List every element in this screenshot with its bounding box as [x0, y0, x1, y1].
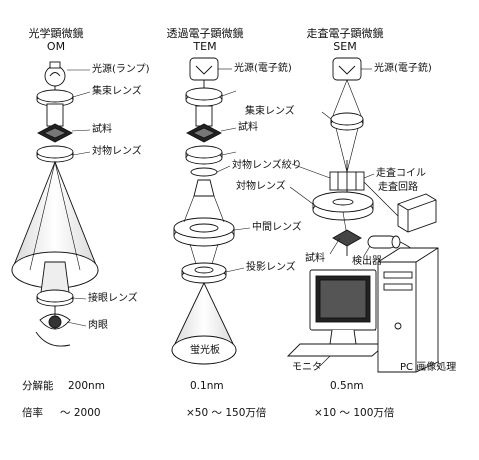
tem-objective-aperture-icon	[190, 167, 218, 197]
om-condenser-label: 集束レンズ	[92, 86, 142, 97]
om-column	[11, 61, 99, 347]
sem-scan-coil-label: 走査コイル	[376, 168, 426, 179]
sem-objective-label: 対物レンズ	[236, 181, 286, 192]
tem-fluorescent-screen-icon	[171, 281, 237, 365]
sem-detector-icon	[367, 235, 421, 263]
sem-column	[286, 57, 439, 373]
om-condenser-lens-icon	[36, 89, 74, 127]
om-eye-icon	[35, 306, 71, 347]
om-title-text: 光学顕微鏡	[28, 27, 84, 40]
tem-projector-lens-icon	[181, 243, 227, 284]
tem-intermediate-label: 中間レンズ	[252, 222, 302, 233]
sem-title-text: 走査電子顕微鏡	[306, 27, 384, 40]
om-eyepiece-label: 接眼レンズ	[88, 293, 138, 304]
om-light-source-label: 光源(ランプ)	[92, 64, 150, 75]
sem-condenser-label: 集束レンズ	[245, 106, 295, 117]
tem-objective-aperture-label: 対物レンズ絞り	[232, 160, 302, 171]
tem-magnification-value: ×50 ～ 150万倍	[186, 407, 267, 419]
sem-abbr: SEM	[333, 39, 357, 53]
om-lamp-icon	[44, 61, 66, 92]
sem-specimen-label: 試料	[305, 253, 325, 264]
om-specimen-icon	[37, 123, 73, 143]
tem-electron-gun-label: 光源(電子銃)	[234, 63, 292, 74]
sem-scan-coil-icon	[329, 160, 365, 200]
om-magnification-value: ～ 2000	[60, 407, 101, 419]
sem-scan-circuit-label: 走査回路	[378, 182, 418, 193]
om-eye-label: 肉眼	[88, 320, 108, 331]
sem-title: 走査電子顕微鏡 SEM	[300, 27, 390, 53]
tem-objective-lens-icon	[185, 145, 223, 165]
resolution-label: 分解能	[22, 380, 54, 392]
sem-monitor-icon	[286, 269, 388, 357]
tem-title: 透過電子顕微鏡 TEM	[160, 27, 250, 53]
tem-specimen-icon	[186, 123, 222, 143]
tem-title-text: 透過電子顕微鏡	[166, 27, 244, 40]
tem-screen-label: 蛍光板	[190, 345, 220, 356]
sem-detector-label: 検出器	[352, 256, 382, 267]
sem-electron-gun-label: 光源(電子銃)	[374, 63, 432, 74]
sem-scan-circuit-icon	[363, 181, 437, 233]
sem-specimen-icon	[332, 211, 362, 256]
sem-condenser-lens-icon	[330, 79, 364, 173]
sem-pc-tower-icon	[360, 247, 439, 373]
tem-intermediate-lens-icon	[173, 195, 235, 247]
sem-objective-lens-icon	[312, 191, 374, 221]
tem-condenser-lens-icon	[185, 87, 223, 127]
tem-resolution-value: 0.1nm	[190, 380, 224, 392]
om-specimen-label: 試料	[92, 124, 112, 135]
sem-monitor-label: モニタ	[292, 362, 322, 373]
om-objective-label: 対物レンズ	[92, 146, 142, 157]
sem-electron-gun-icon	[332, 57, 362, 81]
om-abbr: OM	[46, 39, 66, 53]
tem-abbr: TEM	[193, 39, 217, 53]
om-objective-lens-icon	[36, 145, 74, 163]
magnification-label: 倍率	[22, 407, 43, 419]
sem-pc-label: PC 画像処理	[400, 362, 457, 373]
tem-specimen-label: 試料	[238, 122, 258, 133]
sem-magnification-value: ×10 ～ 100万倍	[314, 407, 395, 419]
sem-resolution-value: 0.5nm	[330, 380, 364, 392]
tem-electron-gun-icon	[189, 57, 219, 88]
om-title: 光学顕微鏡 OM	[18, 27, 94, 53]
tem-column	[171, 57, 251, 365]
om-eyepiece-lens-icon	[36, 261, 74, 307]
tem-projector-label: 投影レンズ	[246, 262, 296, 273]
om-resolution-value: 200nm	[68, 380, 105, 392]
